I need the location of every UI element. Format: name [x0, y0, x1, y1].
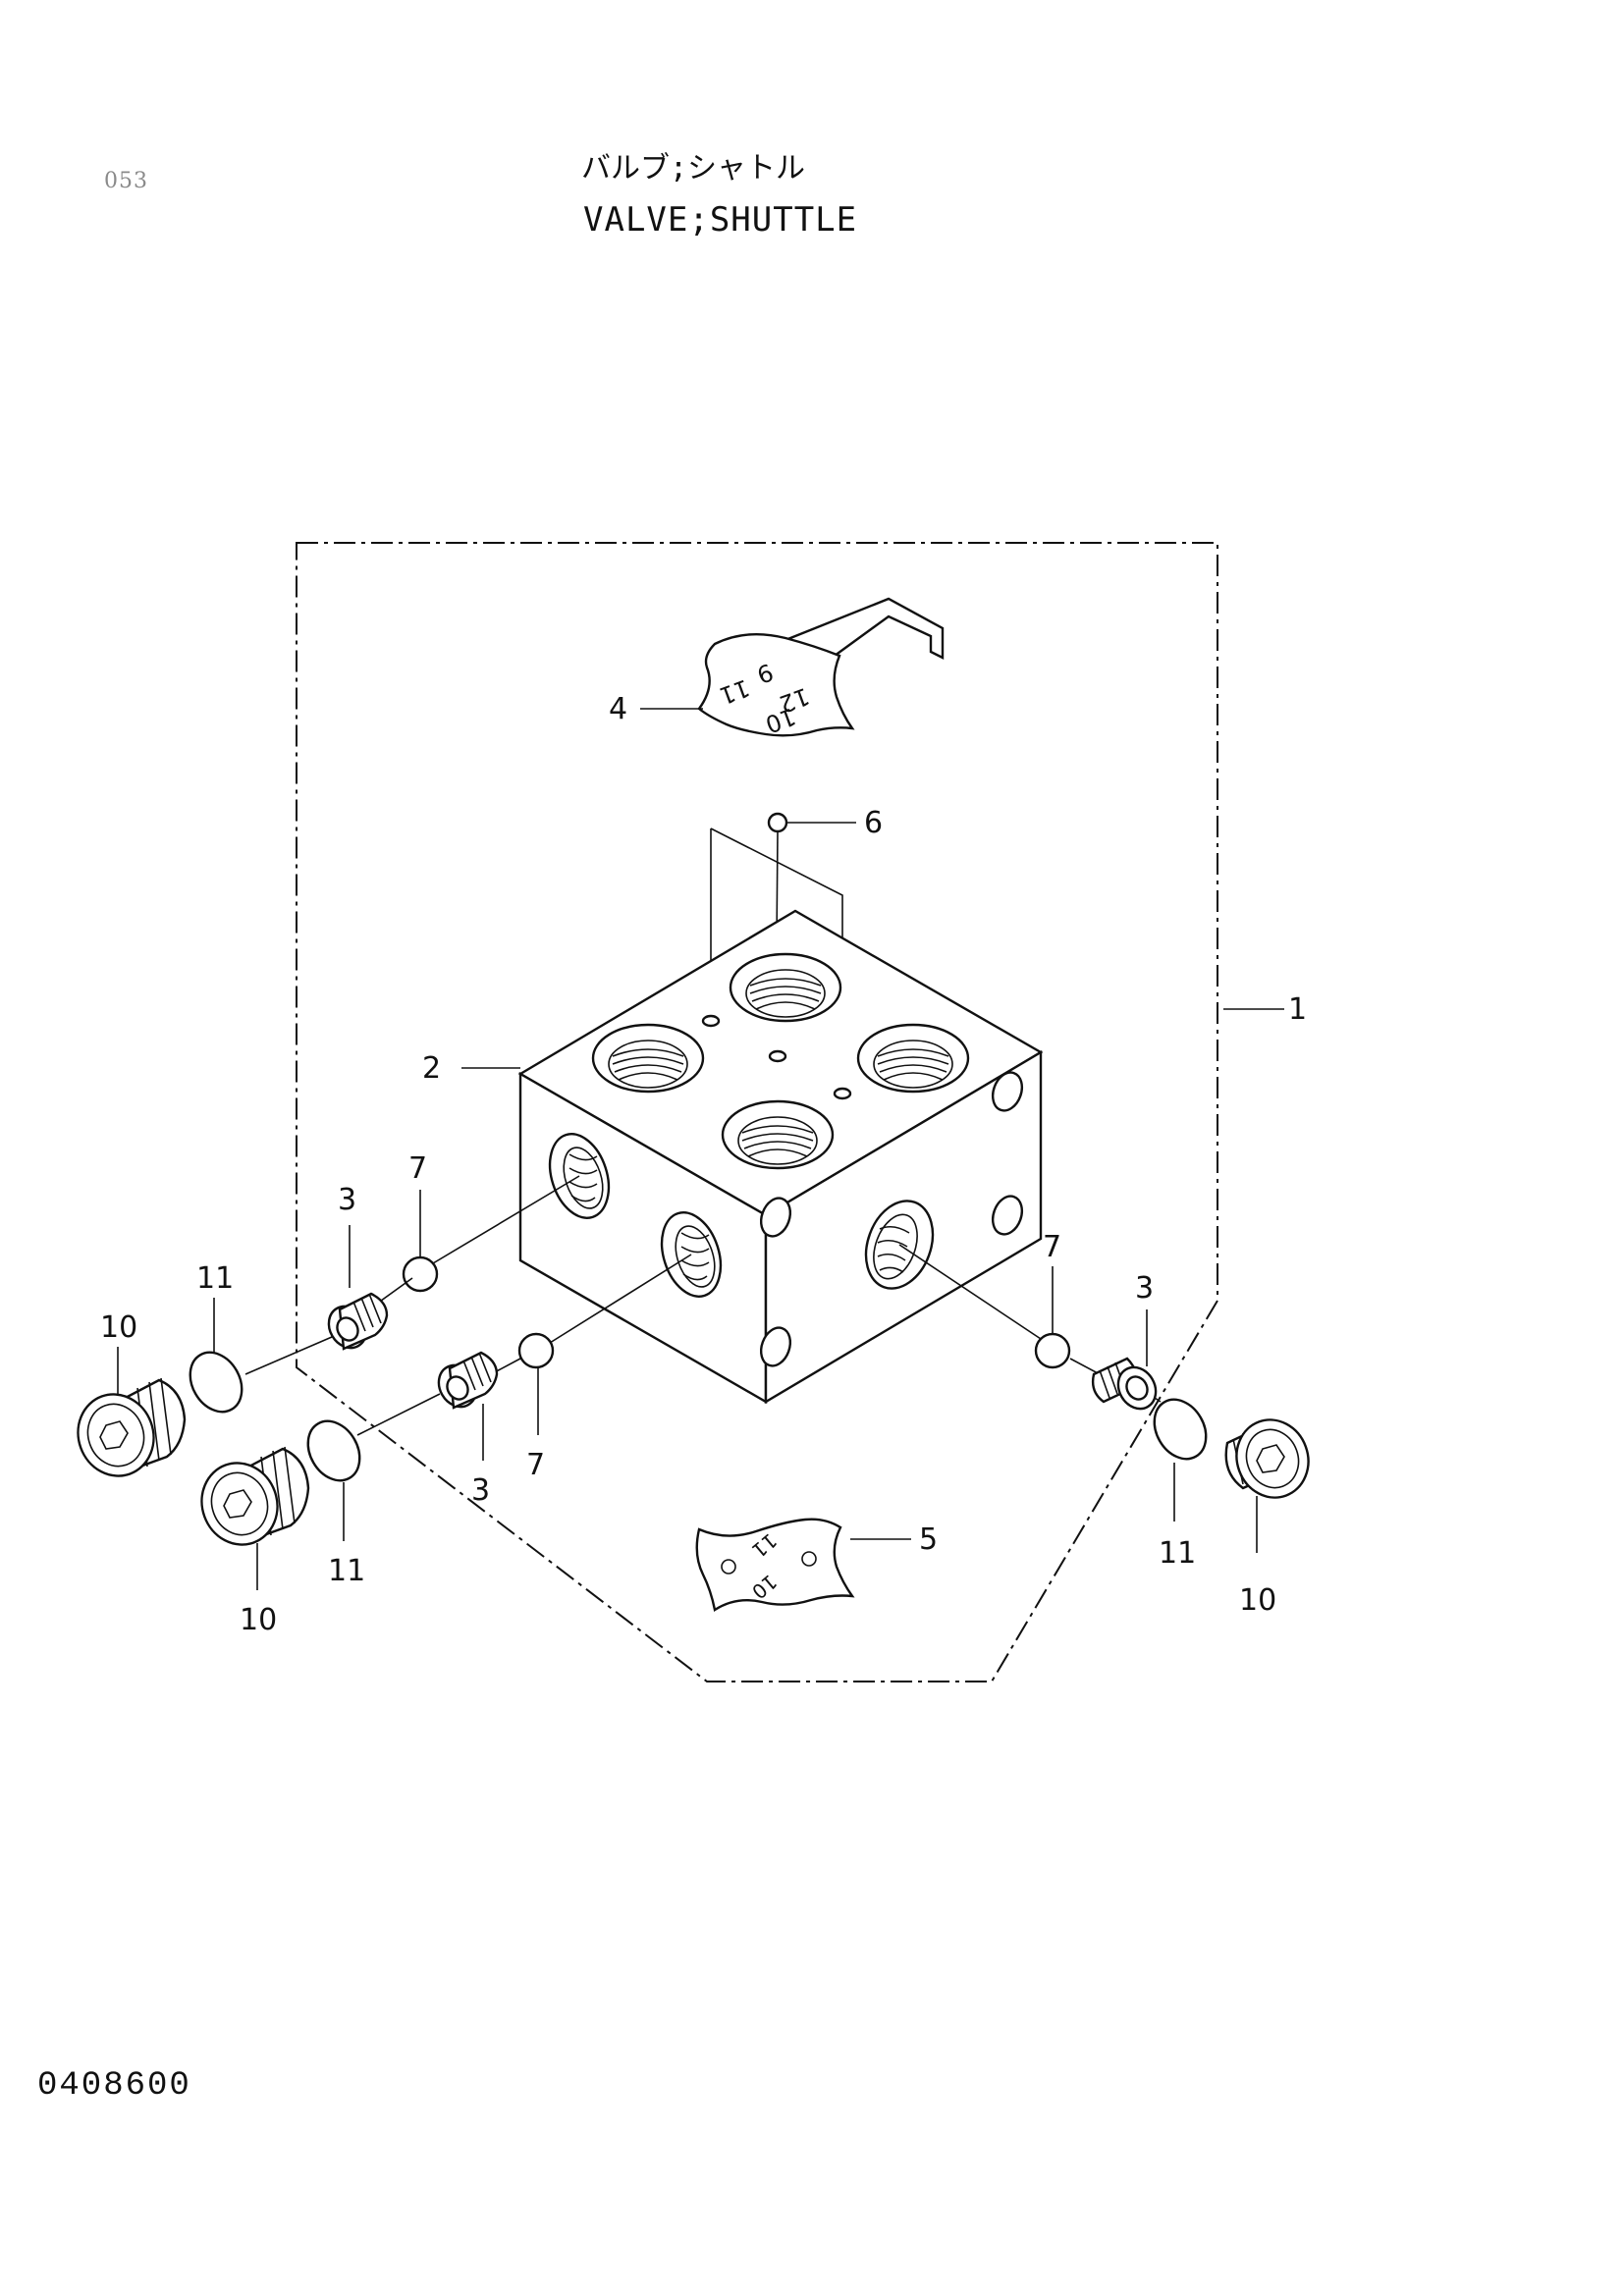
callout-7-lower: 7 — [526, 1448, 545, 1482]
title-english: VALVE;SHUTTLE — [583, 200, 858, 240]
assembly-boundary — [296, 542, 1218, 1682]
top-port-front — [721, 1099, 835, 1170]
axis-line-lower — [549, 1254, 692, 1344]
name-plate-bottom: 11 10 — [695, 1518, 855, 1612]
callout-3-lower: 3 — [471, 1473, 490, 1508]
plug-3-upper — [327, 1292, 389, 1351]
ball-7-upper — [402, 1255, 439, 1293]
plug-3-right — [1091, 1357, 1158, 1411]
callout-11-center: 11 — [328, 1554, 365, 1588]
plug-10-center — [200, 1446, 310, 1546]
plug-10-left — [77, 1377, 187, 1477]
axis-line-right — [898, 1244, 1042, 1340]
axis-line-upper — [427, 1175, 580, 1267]
top-port-right — [856, 1023, 970, 1094]
ball-7-right — [1034, 1332, 1071, 1369]
callout-11-right: 11 — [1159, 1536, 1196, 1571]
axis-segment-e — [1069, 1358, 1101, 1375]
title-japanese: バルブ;シャトル — [581, 151, 806, 186]
o-ring-11-left — [189, 1351, 243, 1414]
callout-5: 5 — [919, 1522, 938, 1557]
callout-10-left: 10 — [100, 1310, 137, 1345]
callout-1: 1 — [1288, 992, 1307, 1027]
drawing-number: 0408600 — [37, 2067, 191, 2105]
callout-10-right: 10 — [1239, 1583, 1276, 1618]
callout-11-left: 11 — [196, 1261, 234, 1296]
callout-2: 2 — [422, 1051, 441, 1086]
o-ring-11-center — [306, 1419, 361, 1482]
callout-6: 6 — [864, 806, 883, 840]
plug-10-right — [1224, 1418, 1310, 1499]
name-plate-top: 11 9 12 10 — [697, 597, 945, 738]
axis-segment-d — [356, 1393, 441, 1436]
callout-3-upper: 3 — [338, 1183, 356, 1217]
callout-7-right: 7 — [1043, 1230, 1061, 1264]
o-ring-11-right — [1153, 1398, 1208, 1461]
top-port-left — [591, 1023, 705, 1094]
axis-segment-f — [1154, 1397, 1162, 1403]
callout-3-right: 3 — [1135, 1271, 1154, 1306]
callout-7-upper: 7 — [408, 1151, 427, 1186]
ball-7-lower — [517, 1332, 555, 1369]
axis-segment-b — [244, 1336, 333, 1375]
callout-10-center: 10 — [240, 1603, 277, 1637]
page-number: 053 — [104, 169, 148, 193]
top-port-back — [729, 952, 842, 1023]
ball-6 — [767, 812, 788, 833]
valve-block — [517, 909, 1044, 1405]
plug-3-lower — [437, 1351, 499, 1410]
callout-4: 4 — [609, 692, 627, 726]
